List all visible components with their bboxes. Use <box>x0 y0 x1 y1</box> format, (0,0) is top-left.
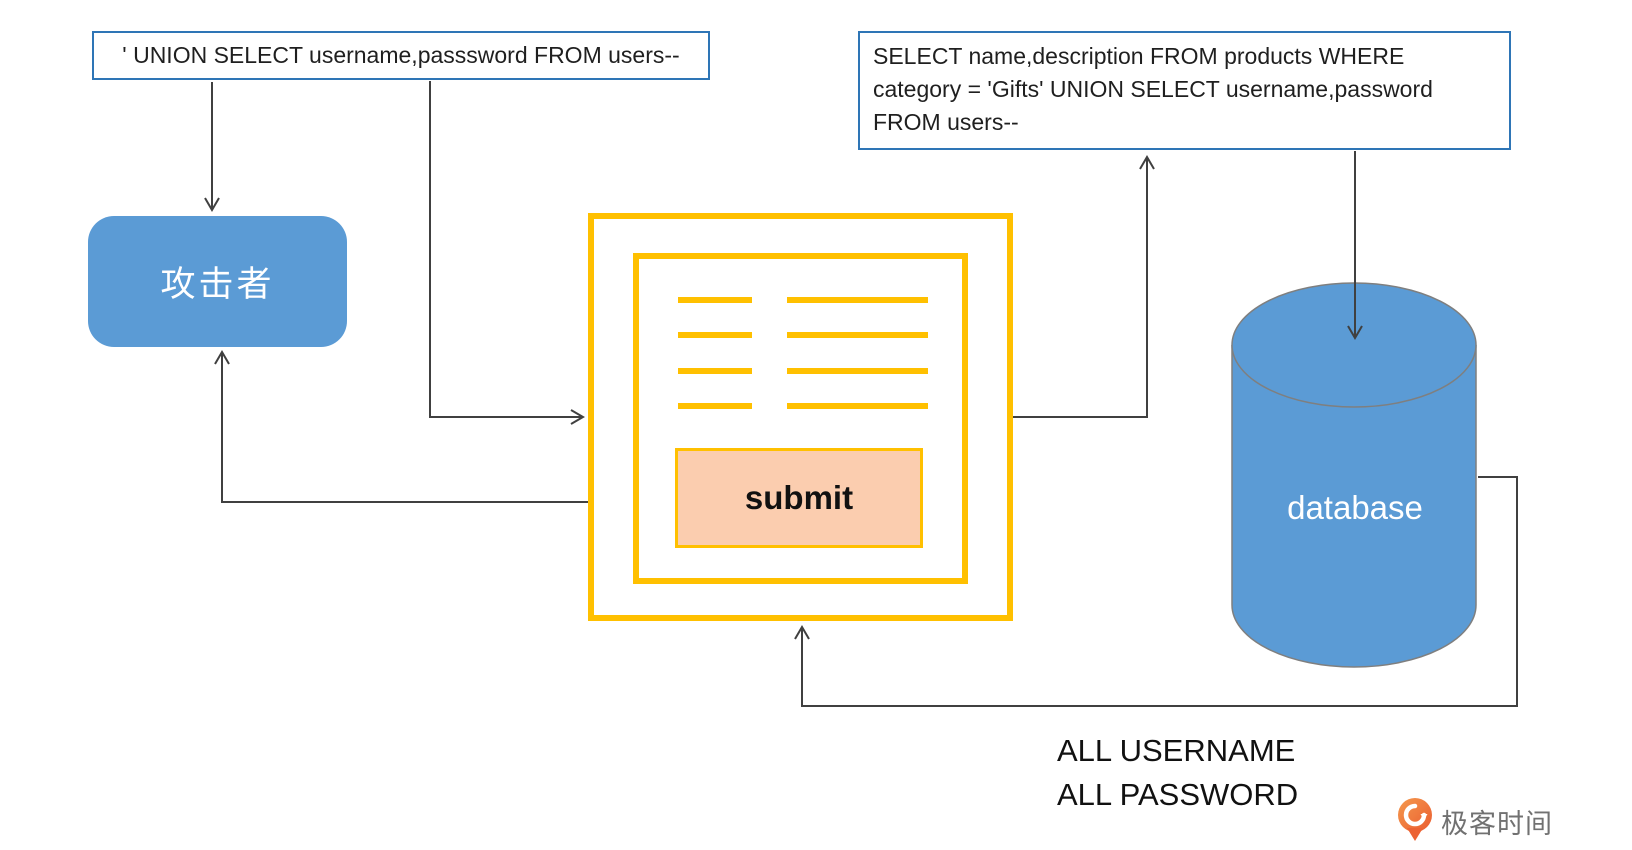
attacker-payload-text: ' UNION SELECT username,passsword FROM u… <box>122 42 680 68</box>
server-query-line: category = 'Gifts' UNION SELECT username… <box>873 76 1433 102</box>
form-field-line <box>678 368 752 374</box>
form-field-line <box>678 297 752 303</box>
brand-logo: 极客时间 <box>1396 797 1553 843</box>
attacker-node: 攻击者 <box>88 216 347 347</box>
result-line-password: ALL PASSWORD <box>1057 777 1299 812</box>
server-query-box: SELECT name,description FROM products WH… <box>858 31 1511 150</box>
form-field-line <box>787 368 928 374</box>
submit-button[interactable]: submit <box>675 448 923 548</box>
form-field-line <box>787 403 928 409</box>
form-field-line <box>787 332 928 338</box>
server-query-line: FROM users-- <box>873 109 1019 135</box>
attacker-payload-box: ' UNION SELECT username,passsword FROM u… <box>92 31 710 80</box>
form-field-line <box>787 297 928 303</box>
server-query-line: SELECT name,description FROM products WH… <box>873 43 1405 69</box>
arrow-form-to-attacker <box>214 350 588 503</box>
database-label: database <box>1287 489 1423 526</box>
attacker-label: 攻击者 <box>160 265 275 305</box>
geektime-icon <box>1398 798 1432 841</box>
arrow-payload-to-form <box>429 81 585 425</box>
arrow-form-to-serverquery <box>1013 155 1155 418</box>
database-cylinder <box>1231 282 1477 668</box>
submit-button-label: submit <box>744 479 854 516</box>
form-field-line <box>678 332 752 338</box>
result-line-username: ALL USERNAME <box>1057 733 1296 768</box>
brand-name: 极客时间 <box>1441 808 1553 839</box>
form-field-line <box>678 403 752 409</box>
result-text: ALL USERNAME ALL PASSWORD <box>1057 729 1298 817</box>
